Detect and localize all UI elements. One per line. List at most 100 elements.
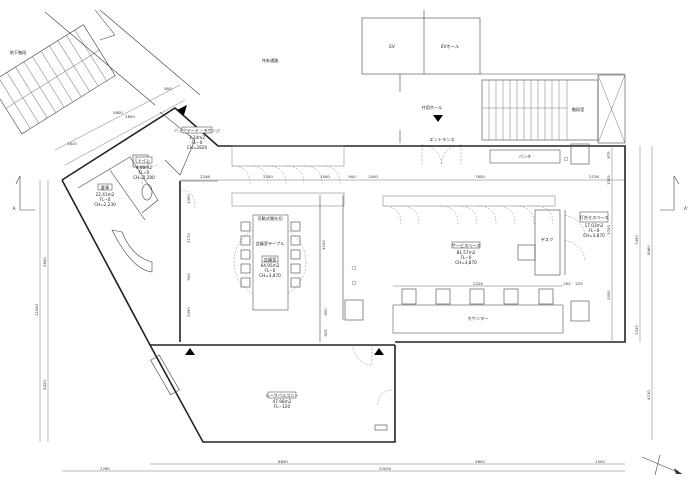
svg-text:5800: 5800 (113, 110, 123, 115)
svg-text:2170: 2170 (186, 233, 191, 243)
shared-passage-label: 共有通路 (262, 57, 280, 64)
svg-text:4130: 4130 (646, 390, 651, 400)
svg-text:1500: 1500 (320, 174, 330, 179)
svg-text:800: 800 (164, 86, 172, 91)
svg-text:CH=3,870: CH=3,870 (455, 260, 477, 265)
svg-text:FL−0: FL−0 (461, 255, 472, 260)
svg-text:3700: 3700 (606, 225, 611, 235)
svg-text:2780: 2780 (100, 466, 110, 471)
wc-storage (77, 111, 196, 273)
dimension-bottom: 2780 8850 9600 1500 23050 (62, 459, 625, 472)
svg-text:3.14m2: 3.14m2 (189, 135, 205, 140)
counter-stools[interactable] (401, 288, 554, 305)
svg-text:2250: 2250 (263, 174, 273, 179)
room-label-service-base: サービスベース 81.57m2 FL−0 CH=3,870 (452, 241, 481, 265)
svg-text:81.57m2: 81.57m2 (457, 250, 476, 255)
svg-text:17.03m2: 17.03m2 (585, 223, 604, 228)
svg-text:トイレ: トイレ (138, 158, 151, 163)
svg-text:64.95m2: 64.95m2 (261, 263, 280, 268)
desk[interactable] (534, 209, 561, 276)
svg-text:1305: 1305 (606, 175, 611, 185)
desk-label: デスク (541, 236, 554, 243)
meeting-table[interactable] (252, 214, 289, 311)
svg-text:打合せスペース: 打合せスペース (580, 214, 609, 221)
counter-label: カウンター (468, 315, 489, 322)
ev-label: EV (389, 44, 395, 49)
svg-text:5420: 5420 (42, 380, 47, 390)
basement-stairs (0, 24, 116, 135)
svg-text:バックヤード・ラウンジ: バックヤード・ラウンジ (174, 127, 220, 134)
room-label-meeting-space: 打合せスペース 17.03m2 FL−0 CH=3,870 (580, 211, 609, 238)
svg-text:CH=2,200: CH=2,200 (133, 175, 155, 180)
stair-room (481, 74, 626, 144)
svg-text:47.98m2: 47.98m2 (273, 399, 292, 404)
svg-text:900: 900 (348, 174, 356, 179)
svg-text:FL−0: FL−0 (589, 228, 600, 233)
section-mark-a-label: A (13, 206, 16, 211)
svg-text:7450: 7450 (634, 235, 639, 245)
room-label-meeting: 会議室 64.95m2 FL−0 CH=3,870 (259, 255, 281, 278)
stair-room-label: 階段室 (572, 106, 585, 113)
north-arrow-icon (641, 454, 683, 476)
svg-text:9600: 9600 (475, 459, 485, 464)
svg-text:4.80m2: 4.80m2 (136, 165, 152, 170)
boundary-line (44, 11, 156, 106)
lockers (231, 145, 556, 225)
bench (489, 149, 561, 164)
svg-text:23050: 23050 (379, 466, 392, 471)
counter[interactable] (392, 304, 564, 334)
svg-text:2850: 2850 (125, 114, 135, 119)
exit-arrow-icon (374, 348, 384, 355)
dimension-interior: 4100 2170 900 2050 1350 900 925 2226 200… (186, 194, 583, 337)
svg-text:2620: 2620 (67, 141, 77, 146)
common-hall-label: 共用ホール (422, 104, 443, 111)
room-label-toilet: トイレ 4.80m2 FL−0 CH=2,200 (133, 156, 155, 180)
svg-text:925: 925 (323, 329, 328, 337)
svg-text:CH=2820: CH=2820 (187, 145, 208, 150)
svg-text:7650: 7650 (475, 174, 485, 179)
section-mark-a (15, 175, 35, 211)
dimension-right: 875 1305 3700 2050 1030 4130 7450 8460 (606, 146, 653, 440)
exit-arrow-icon (177, 105, 187, 115)
svg-text:1000: 1000 (368, 174, 378, 179)
svg-text:900: 900 (186, 273, 191, 281)
svg-text:225: 225 (575, 281, 583, 286)
entrance-door[interactable] (421, 144, 462, 166)
svg-text:FL−0: FL−0 (265, 268, 276, 273)
svg-text:ルーフバルコニー: ルーフバルコニー (265, 393, 298, 398)
svg-text:11040: 11040 (34, 303, 39, 316)
svg-text:1350: 1350 (186, 194, 191, 204)
room-label-storage: 倉庫 22.41m2 FL−0 CH=2,230 (94, 183, 116, 207)
entrance-label: エントランス (429, 137, 454, 143)
svg-text:2050: 2050 (606, 290, 611, 300)
svg-text:2050: 2050 (186, 307, 191, 317)
meeting-table-label: 会議室テーブル (255, 240, 284, 247)
svg-text:2246: 2246 (200, 174, 210, 179)
svg-text:2136: 2136 (589, 174, 599, 179)
svg-text:CH=3,870: CH=3,870 (583, 233, 605, 238)
svg-text:875: 875 (606, 151, 611, 159)
ev-hall-label: EVホール (441, 44, 459, 49)
ev-block (361, 10, 625, 143)
entrance-arrow-icon (433, 115, 443, 122)
dimension-left: 2840 11040 5420 (34, 180, 49, 442)
meeting-chairs[interactable] (240, 221, 301, 288)
svg-text:倉庫: 倉庫 (101, 184, 109, 191)
svg-text:8460: 8460 (646, 245, 651, 255)
room-label-roof-balcony: ルーフバルコニー 47.98m2 FL−120 (265, 391, 299, 409)
svg-text:2226: 2226 (473, 281, 483, 286)
svg-text:FL−0: FL−0 (139, 170, 150, 175)
dimension-top: 2246 2250 1500 900 1000 7650 2136 (180, 174, 625, 181)
movable-wall-label: 可動式間仕切 (257, 215, 282, 222)
svg-text:サービスベース: サービスベース (452, 242, 481, 249)
section-mark-a-prime (660, 175, 680, 211)
section-mark-a-prime-label: A' (684, 206, 688, 211)
svg-text:22.41m2: 22.41m2 (96, 192, 115, 197)
svg-text:FL−0: FL−0 (192, 140, 203, 145)
svg-text:4100: 4100 (321, 240, 326, 250)
bench-label: ベンチ (519, 154, 532, 159)
svg-text:CH=3,870: CH=3,870 (259, 273, 281, 278)
exit-arrow-icon (185, 348, 195, 355)
svg-text:1500: 1500 (595, 459, 605, 464)
